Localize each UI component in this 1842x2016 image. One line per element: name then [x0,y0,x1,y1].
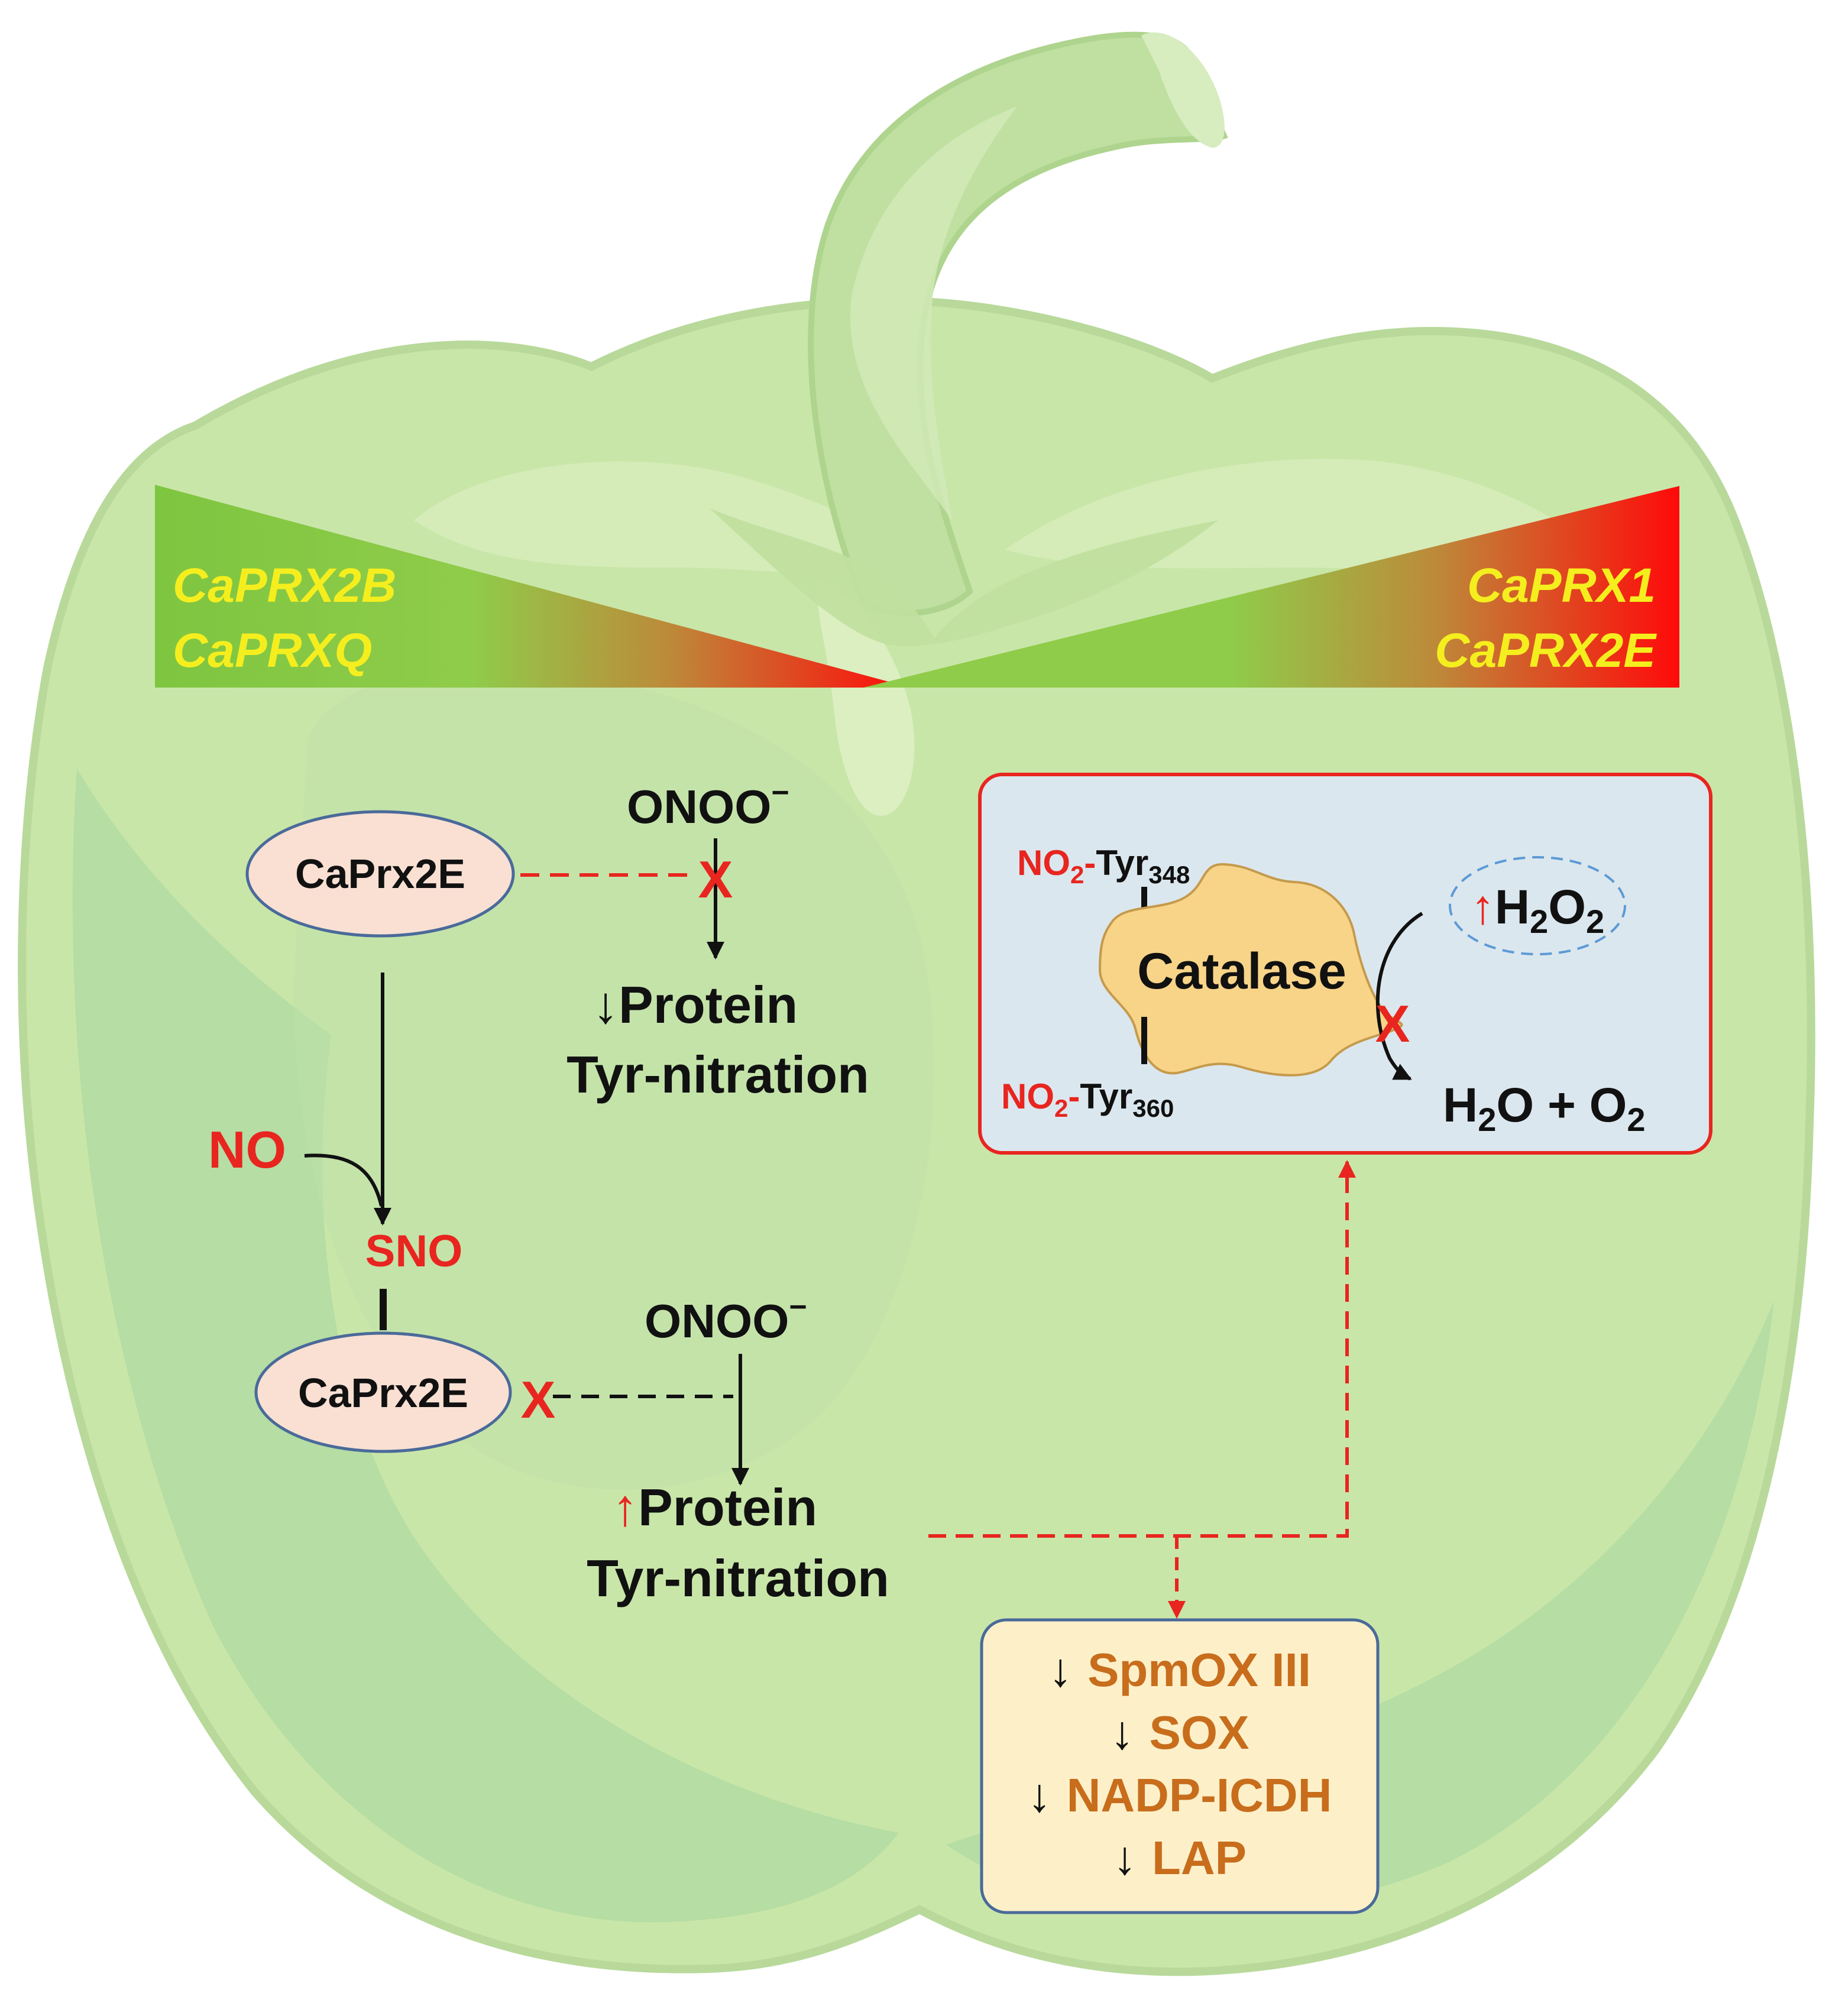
connector-to-catalase [928,1160,1356,1538]
gradient-triangle-right [863,486,1679,688]
enzymes-box-frame [980,1618,1380,1914]
effect-connectors [928,1160,1356,1619]
gradient-triangle-left [155,485,911,688]
bottom-pathway: CaPrx2E X ONOO− ↑Protein Tyr-nitration [254,1290,889,1607]
h2o2-pool [1449,856,1626,955]
no-curved-arrow [304,1153,383,1207]
downregulated-enzymes-box: ↓SpmOX III ↓SOX ↓NADP-ICDH ↓LAP [980,1618,1380,1914]
pepper-lobe-shade-left [72,769,899,1923]
catalase-label: Catalase [1137,943,1346,1000]
catalase-shape [1098,863,1403,1077]
expression-gradient-right: CaPRX1 CaPRX2E [863,486,1679,688]
caprx2e-node-bottom [254,1331,512,1453]
gene-label-caprx2b: CaPRX2B [173,559,396,612]
caprx2e-label-bottom: CaPrx2E [298,1370,468,1416]
pepper-calyx [710,508,1218,646]
block-mark-catalase: X [1375,994,1410,1053]
protein-nitration-increase-line2: Tyr-nitration [587,1549,889,1607]
enzyme-item-nadp-icdh: ↓NADP-ICDH [1028,1769,1332,1821]
h2o2-increase-label: ↑H2O2 [1471,880,1604,940]
nitro-tyr360-label: NO2-Tyr360 [1001,1077,1174,1122]
pepper-lobe-shade-right [946,1301,1774,1914]
nitro-tyr348-label: NO2-Tyr348 [1017,843,1190,889]
protein-nitration-decrease-line2: Tyr-nitration [566,1045,869,1104]
top-pathway: CaPrx2E ONOO− X ↓Protein Tyr-nitration [245,776,869,1104]
products-label: H2O + O2 [1443,1078,1646,1138]
sno-label: SNO [365,1226,463,1276]
gene-label-caprxq: CaPRXQ [173,624,372,678]
catalase-box: NO2-Tyr348 Catalase NO2-Tyr360 ↑H2O2 X H… [978,773,1712,1155]
caprx2e-label-top: CaPrx2E [295,851,465,897]
peroxynitrite-label-top: ONOO− [627,776,789,833]
enzyme-item-lap: ↓LAP [1113,1832,1247,1884]
pepper-stem-cap [1141,32,1225,148]
protein-nitration-increase-line1: ↑Protein [612,1478,817,1537]
enzyme-item-spmox: ↓SpmOX III [1048,1644,1311,1696]
block-mark-top: X [698,850,733,909]
pepper-stem-highlight [850,106,1017,520]
enzyme-item-sox: ↓SOX [1111,1706,1249,1759]
gene-label-caprx1: CaPRX1 [1467,559,1656,612]
caprx2e-node-top [245,810,515,938]
pepper-highlight [816,579,915,816]
peroxynitrite-label-bottom: ONOO− [645,1290,807,1347]
block-mark-bottom: X [521,1370,556,1429]
protein-nitration-decrease-line1: ↓Protein [593,975,798,1034]
gene-label-caprx2e: CaPRX2E [1435,624,1657,678]
s-nitrosation-step: NO SNO [208,973,462,1330]
expression-gradient-left: CaPRX2B CaPRXQ [155,485,911,688]
nitric-oxide-label: NO [208,1120,286,1179]
pepper-body [18,296,1815,1976]
decomposition-arrow [1375,912,1423,1081]
